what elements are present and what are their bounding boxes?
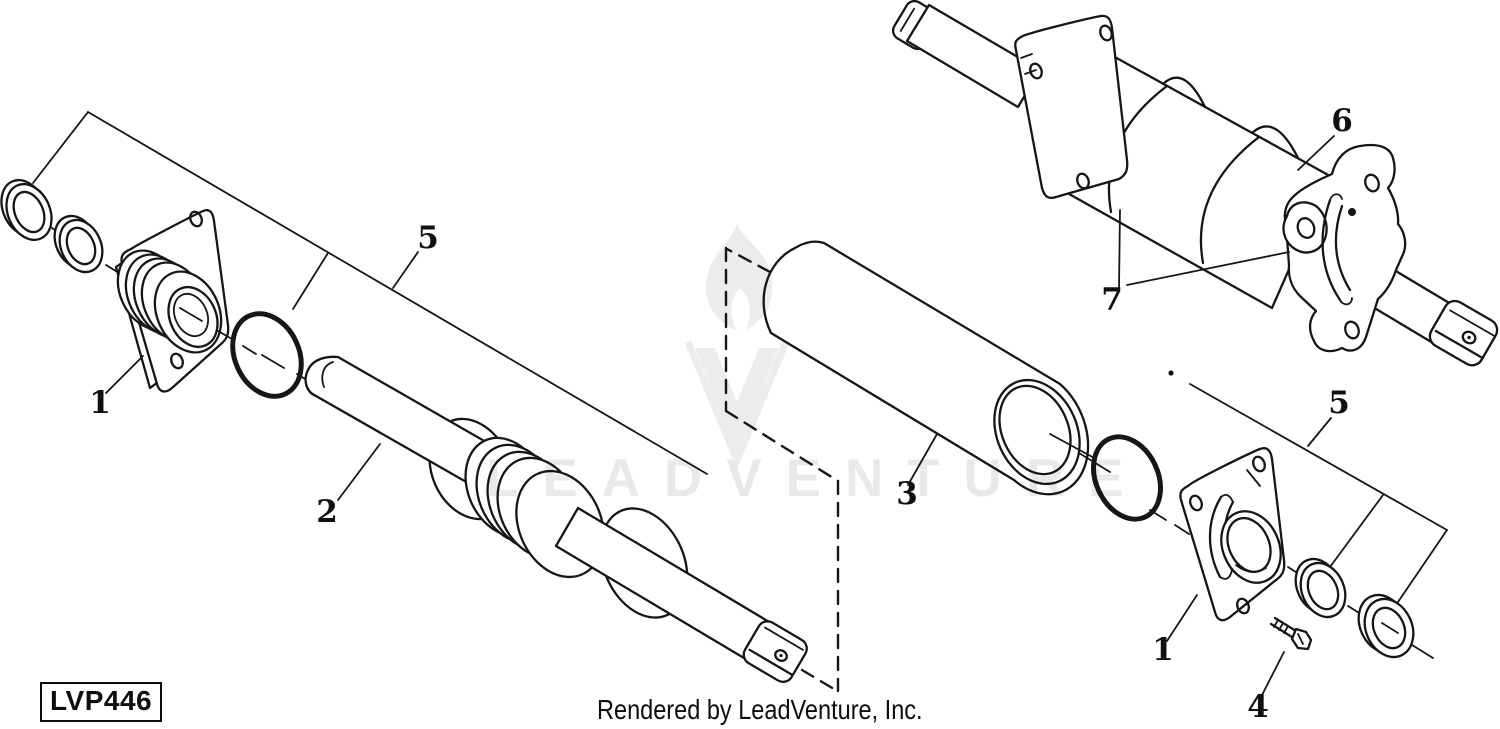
leader-line-2 (337, 443, 381, 501)
part-o-ring-left (230, 311, 311, 399)
callout-4[interactable]: 4 (1247, 689, 1269, 725)
callouts: 1 2 3 4 5 5 6 7 1 (89, 103, 1353, 725)
callout-6[interactable]: 6 (1331, 103, 1353, 139)
rod-end-clevis-right (1428, 299, 1499, 367)
callout-3[interactable]: 3 (896, 476, 918, 512)
figure-code-box: LVP446 (40, 682, 163, 722)
seal-kit-bracket-right (1168, 370, 1448, 603)
part-cylinder-tube (762, 240, 1097, 496)
callout-5-right[interactable]: 5 (1328, 385, 1350, 421)
part-o-ring-right (1078, 434, 1190, 535)
part-piston-rod (304, 355, 808, 683)
rod-end-clevis-left (742, 620, 808, 683)
part-bolt (1269, 616, 1313, 651)
part-wiper-seal (51, 214, 120, 274)
leader-line-1-right (1166, 594, 1198, 642)
callout-1-right[interactable]: 1 (1152, 632, 1174, 668)
figure-code-text: LVP446 (50, 685, 153, 716)
leader-line-4 (1260, 651, 1285, 698)
seal-kit-bracket-left (32, 111, 708, 475)
callout-2[interactable]: 2 (316, 494, 338, 530)
callout-1-left[interactable]: 1 (89, 385, 111, 421)
leader-lines-7 (1118, 209, 1290, 289)
footer-credit: Rendered by LeadVenture, Inc. (597, 694, 923, 725)
callout-5-left[interactable]: 5 (417, 220, 439, 256)
leader-line-1-left (105, 355, 144, 394)
assembled-cylinder (891, 0, 1499, 367)
leader-line-6 (1297, 135, 1335, 171)
part-backup-ring (0, 179, 53, 241)
part-backup-washer (1357, 593, 1434, 659)
part-rod-guide-right (1179, 447, 1286, 622)
part-seal-washer (1287, 557, 1365, 619)
part-rod-guide-left (114, 209, 257, 393)
leader-line-3 (907, 433, 938, 486)
callout-7[interactable]: 7 (1101, 282, 1123, 318)
